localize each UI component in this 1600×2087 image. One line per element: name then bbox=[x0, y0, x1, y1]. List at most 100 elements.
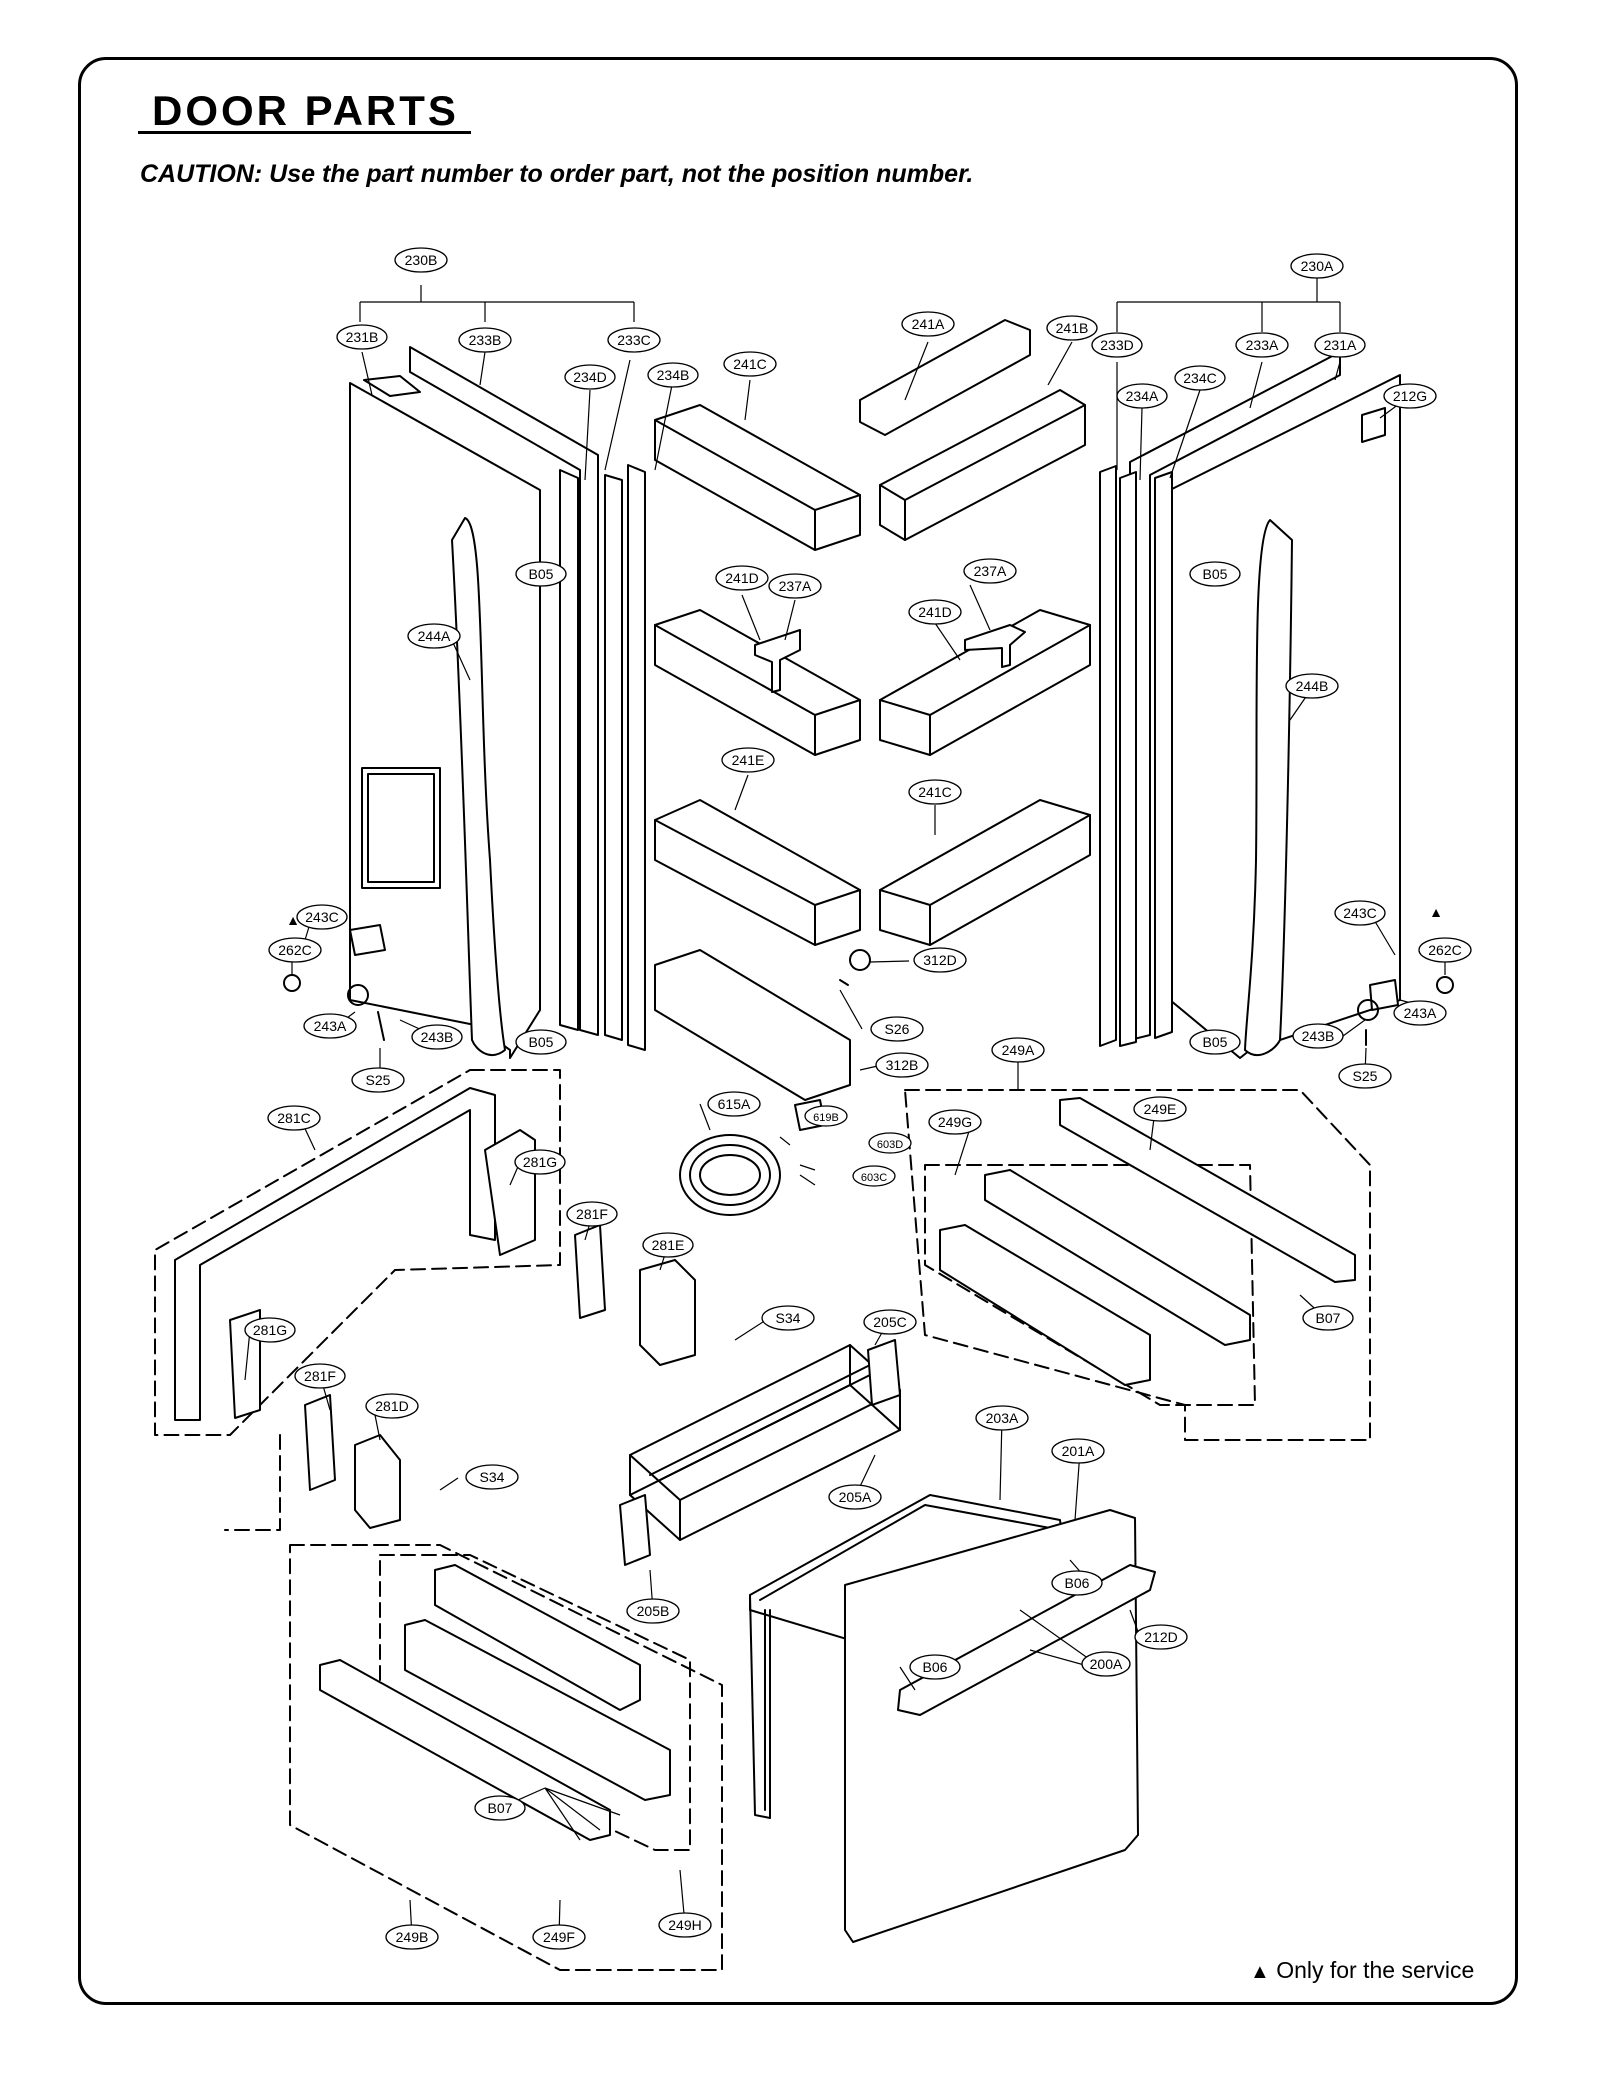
callout-oval bbox=[1338, 1063, 1392, 1089]
callout-text: 234A bbox=[1126, 388, 1159, 404]
service-marker-right: ▲ bbox=[1429, 904, 1443, 920]
callout-oval bbox=[303, 1013, 357, 1039]
callout-312b: 312B bbox=[875, 1052, 929, 1078]
callout-text: 603C bbox=[861, 1172, 887, 1184]
callout-241b: 241B bbox=[1046, 315, 1098, 341]
callout-text: 243B bbox=[421, 1029, 454, 1045]
callout-oval bbox=[515, 1029, 567, 1055]
callout-b05-ll: B05 bbox=[515, 1029, 567, 1055]
callout-oval bbox=[1292, 1023, 1344, 1049]
callout-oval bbox=[761, 1305, 815, 1331]
callout-241c-top: 241C bbox=[723, 351, 777, 377]
callout-oval bbox=[852, 1165, 896, 1187]
callout-234d: 234D bbox=[564, 364, 616, 390]
callout-text: 243A bbox=[1404, 1005, 1437, 1021]
callout-281f-bot: 281F bbox=[294, 1363, 346, 1389]
callout-b06-bot: B06 bbox=[909, 1654, 961, 1680]
callout-281d: 281D bbox=[365, 1393, 419, 1419]
callout-oval bbox=[1393, 1000, 1447, 1026]
callout-text: 281G bbox=[523, 1154, 557, 1170]
callout-oval bbox=[626, 1598, 680, 1624]
callout-oval bbox=[465, 1464, 519, 1490]
callout-oval bbox=[1290, 253, 1344, 279]
callout-230b: 230B bbox=[394, 247, 448, 273]
callout-text: S34 bbox=[480, 1469, 505, 1485]
callout-205a: 205A bbox=[828, 1484, 882, 1510]
callout-oval bbox=[407, 623, 461, 649]
callout-243a-r: 243A bbox=[1393, 1000, 1447, 1026]
callout-281c: 281C bbox=[267, 1105, 321, 1131]
callout-249g: 249G bbox=[928, 1109, 982, 1135]
triangle-icon: ▲ bbox=[1250, 1961, 1270, 1983]
callout-oval bbox=[908, 599, 962, 625]
callout-text: 262C bbox=[278, 942, 311, 958]
callout-text: B07 bbox=[1316, 1310, 1341, 1326]
callout-oval bbox=[642, 1232, 694, 1258]
callout-oval bbox=[1051, 1570, 1103, 1596]
service-footnote: ▲ Only for the service bbox=[1250, 1957, 1474, 1984]
callout-text: S25 bbox=[366, 1072, 391, 1088]
callout-oval bbox=[267, 1105, 321, 1131]
callout-text: 241C bbox=[733, 356, 766, 372]
callout-b05-ul: B05 bbox=[515, 561, 567, 587]
callout-oval bbox=[913, 947, 967, 973]
left-rail-group bbox=[154, 1069, 561, 1531]
callout-oval bbox=[385, 1924, 439, 1950]
callout-text: 281F bbox=[576, 1206, 608, 1222]
callout-text: 281F bbox=[304, 1368, 336, 1384]
callout-233b: 233B bbox=[458, 327, 512, 353]
callout-text: 205C bbox=[873, 1314, 906, 1330]
callout-603c: 603C bbox=[852, 1165, 896, 1187]
callout-oval bbox=[1189, 1029, 1241, 1055]
callout-text: 281G bbox=[253, 1322, 287, 1338]
callout-oval bbox=[514, 1149, 566, 1175]
callout-oval bbox=[991, 1037, 1045, 1063]
callout-oval bbox=[394, 247, 448, 273]
caution-note: CAUTION: Use the part number to order pa… bbox=[140, 160, 974, 188]
callout-oval bbox=[707, 1091, 761, 1117]
callout-text: 619B bbox=[813, 1112, 839, 1124]
callout-oval bbox=[1046, 315, 1098, 341]
callout-text: 249E bbox=[1144, 1101, 1177, 1117]
callout-s34-top: S34 bbox=[761, 1305, 815, 1331]
callout-text: 241D bbox=[918, 604, 951, 620]
callout-text: 241A bbox=[912, 316, 945, 332]
door-bins bbox=[654, 319, 1091, 946]
callout-oval bbox=[532, 1924, 586, 1950]
callout-262c-l: 262C bbox=[268, 937, 322, 963]
callout-oval bbox=[868, 1132, 912, 1154]
callout-oval bbox=[474, 1795, 526, 1821]
callout-615a: 615A bbox=[707, 1091, 761, 1117]
right-rail-parts bbox=[939, 1097, 1356, 1386]
callout-text: S34 bbox=[776, 1310, 801, 1326]
callout-text: 243C bbox=[1343, 905, 1376, 921]
right-door-assembly bbox=[1099, 351, 1454, 1059]
callout-oval bbox=[928, 1109, 982, 1135]
callout-text: S26 bbox=[885, 1021, 910, 1037]
callout-text: 200A bbox=[1090, 1656, 1123, 1672]
callout-oval bbox=[1134, 1624, 1188, 1650]
callout-b07-l: B07 bbox=[474, 1795, 526, 1821]
title-underline bbox=[138, 131, 471, 134]
callout-oval bbox=[1189, 561, 1241, 587]
diagram-frame bbox=[78, 57, 1518, 2005]
callout-241c-mid: 241C bbox=[908, 779, 962, 805]
callout-241a: 241A bbox=[901, 311, 955, 337]
callout-231b: 231B bbox=[336, 324, 388, 350]
callout-249b: 249B bbox=[385, 1924, 439, 1950]
callout-text: 244A bbox=[418, 628, 451, 644]
callout-text: 249H bbox=[668, 1917, 701, 1933]
callout-text: 615A bbox=[718, 1096, 751, 1112]
callout-203a: 203A bbox=[975, 1405, 1029, 1431]
callout-241e: 241E bbox=[721, 747, 775, 773]
callout-text: 603D bbox=[877, 1139, 903, 1151]
callout-oval bbox=[458, 327, 512, 353]
callout-233c: 233C bbox=[607, 327, 661, 353]
callout-234a: 234A bbox=[1116, 383, 1168, 409]
callout-oval bbox=[351, 1067, 405, 1093]
callout-oval bbox=[870, 1016, 924, 1042]
callout-s26: S26 bbox=[870, 1016, 924, 1042]
callout-oval bbox=[875, 1052, 929, 1078]
callout-243c-l: 243C bbox=[296, 904, 348, 930]
